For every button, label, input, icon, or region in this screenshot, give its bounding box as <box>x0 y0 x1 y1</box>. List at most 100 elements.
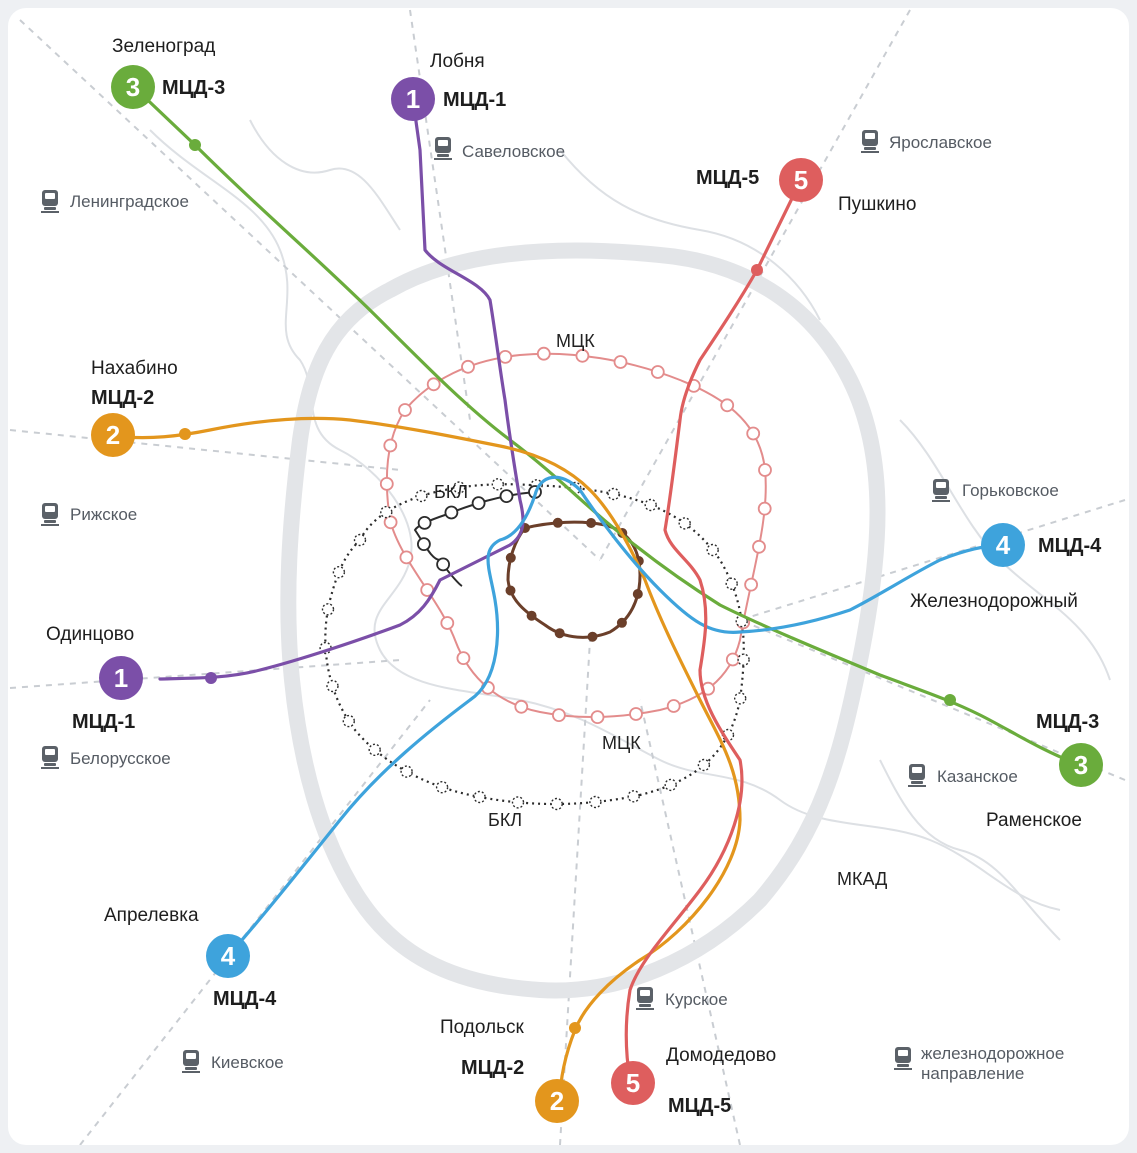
code-mcd3-north: МЦД-3 <box>162 77 225 99</box>
mck-station <box>552 708 566 722</box>
river-north <box>249 119 401 231</box>
mkad-label: МКАД <box>837 869 887 889</box>
terminal-zelenograd: Зеленоград <box>112 36 215 57</box>
terminal-lobnya: Лобня <box>430 51 485 72</box>
mcd-line-dots <box>179 139 956 1034</box>
mck-station <box>613 355 628 369</box>
mcd2-station-dot <box>179 428 191 440</box>
code-mcd4-east: МЦД-4 <box>1038 535 1102 557</box>
bkl-stub-station <box>436 557 451 572</box>
bkl-label-south: БКЛ <box>488 810 522 830</box>
badge-mcd3-north: 3 <box>111 65 155 109</box>
circle-station <box>632 589 643 599</box>
river-yauza <box>559 149 821 321</box>
code-mcd1-west: МЦД-1 <box>72 711 135 733</box>
mck-station <box>440 616 455 630</box>
bkl-station <box>511 796 525 809</box>
station-leningradskoe: Ленинградское <box>70 192 189 211</box>
bkl-station <box>368 743 381 756</box>
bkl-station <box>473 790 486 804</box>
bkl-stub-station <box>417 516 432 530</box>
station-yaroslavskoe: Ярославское <box>889 133 992 152</box>
mcd5-station-dot <box>751 264 763 276</box>
train-icon <box>908 764 926 787</box>
code-mcd2-south: МЦД-2 <box>461 1057 524 1079</box>
mck-station <box>461 359 475 374</box>
train-icon <box>182 1050 200 1073</box>
code-mcd3-east: МЦД-3 <box>1036 711 1099 733</box>
mck-ring <box>379 346 772 724</box>
legend-line-1: железнодорожное <box>921 1044 1064 1063</box>
mcd1-line <box>158 98 525 681</box>
bkl-ring <box>319 478 750 811</box>
svg-text:4: 4 <box>996 530 1011 560</box>
bkl-station <box>453 481 466 494</box>
mck-station <box>398 403 412 417</box>
line-labels: Зеленоград МЦД-3 Лобня МЦД-1 МЦД-5 Пушки… <box>46 36 1102 1117</box>
bkl-station <box>550 797 563 811</box>
circle-station <box>505 552 516 563</box>
station-rizhskoe: Рижское <box>70 505 137 524</box>
station-kazanskoe: Казанское <box>937 767 1018 786</box>
bkl-station <box>321 603 335 616</box>
bkl-station <box>664 778 677 792</box>
train-icon <box>861 130 879 153</box>
mck-label-north: МЦК <box>556 331 595 351</box>
mck-station <box>629 707 643 721</box>
bkl-station <box>435 781 449 794</box>
transit-map: 3 1 5 2 1 4 4 3 2 5 Зеленоград МЦД-3 Лоб… <box>9 9 1126 1145</box>
bkl-station <box>627 790 640 803</box>
mcd1-station-dot <box>205 672 217 684</box>
bkl-stub-station <box>499 489 514 504</box>
svg-text:3: 3 <box>126 72 140 102</box>
bkl-station <box>607 487 620 501</box>
badge-mcd1-west: 1 <box>99 656 143 700</box>
terminal-odintsovo: Одинцово <box>46 624 134 645</box>
bkl-station <box>734 692 747 705</box>
badge-mcd2-west: 2 <box>91 413 135 457</box>
train-icon <box>41 746 59 769</box>
mck-station <box>757 501 772 516</box>
station-kievskoe: Киевское <box>211 1053 284 1072</box>
badge-mcd1-north: 1 <box>391 77 435 121</box>
terminal-podolsk: Подольск <box>440 1017 525 1038</box>
bkl-stub-station <box>471 496 486 511</box>
bkl-station <box>644 498 657 512</box>
code-mcd5-north: МЦД-5 <box>696 167 759 189</box>
station-gorkovskoe: Горьковское <box>962 481 1059 500</box>
circle-station <box>526 610 537 621</box>
mck-label-south: МЦК <box>602 733 641 753</box>
terminal-nakhabino: Нахабино <box>91 358 178 379</box>
terminal-ramenskoe: Раменское <box>986 810 1082 831</box>
station-savelovskoe: Савеловское <box>462 142 565 161</box>
mcd2-line <box>111 416 742 1102</box>
mck-station <box>456 651 471 665</box>
mcd3-station-dot <box>189 139 201 151</box>
mck-station <box>514 699 529 714</box>
bkl-stub-station <box>444 505 459 520</box>
station-belorusskoe: Белорусское <box>70 749 171 768</box>
terminal-zheleznodorozhny: Железнодорожный <box>910 591 1078 612</box>
rail-stations: Савеловское Ярославское Ленинградское Ри… <box>41 130 1059 1073</box>
mck-station <box>720 398 735 413</box>
circle-station <box>554 628 565 639</box>
mck-station <box>744 577 758 592</box>
mck-station <box>746 426 761 441</box>
bkl-station <box>415 489 428 503</box>
svg-text:2: 2 <box>106 420 120 450</box>
mck-station <box>498 349 513 364</box>
bkl-stub-station <box>416 537 431 551</box>
circle-station <box>552 517 563 528</box>
bkl-station <box>697 758 711 772</box>
svg-text:1: 1 <box>114 663 128 693</box>
terminal-pushkino: Пушкино <box>838 194 916 215</box>
bkl-station <box>400 765 413 778</box>
bkl-station <box>332 566 346 579</box>
svg-text:5: 5 <box>794 165 808 195</box>
badge-mcd5-south: 5 <box>611 1061 655 1105</box>
train-icon <box>636 987 654 1010</box>
mcd-lines <box>111 86 1082 1102</box>
bkl-station <box>706 543 719 557</box>
bkl-station <box>342 714 355 728</box>
badge-mcd4-south: 4 <box>206 934 250 978</box>
